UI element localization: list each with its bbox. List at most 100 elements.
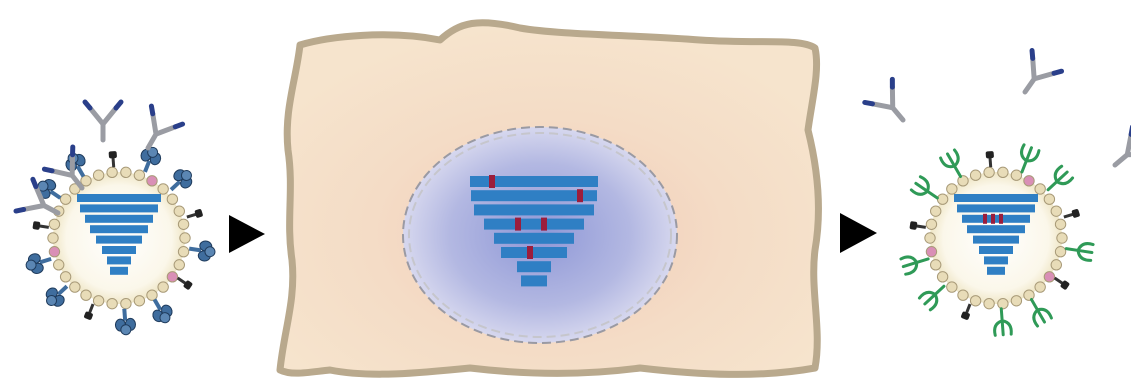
spike-stalk (143, 160, 151, 173)
lipid-bead (970, 170, 980, 180)
genome-segment (494, 233, 574, 244)
genome-segment (90, 225, 148, 233)
genome-segment (957, 204, 1035, 212)
hemagglutinin-spike (164, 165, 197, 197)
mutated-spike (901, 251, 931, 275)
lipid-bead (107, 167, 117, 177)
na-head (194, 209, 203, 219)
na-head (32, 221, 40, 230)
neuraminidase-spike (109, 151, 118, 168)
genome-segment (984, 256, 1008, 264)
antibody (1103, 127, 1131, 179)
lipid-bead (167, 272, 177, 282)
neuraminidase-spike (83, 303, 96, 321)
spike-stalk (49, 190, 61, 200)
antibody (1010, 51, 1061, 103)
na-head (909, 221, 917, 230)
lipid-bead (134, 170, 144, 180)
lipid-bead (1044, 272, 1054, 282)
lipid-bead (167, 194, 177, 204)
spike-lobe (120, 324, 131, 335)
genome-segment (967, 225, 1025, 233)
progeny-virion (901, 145, 1093, 336)
hemagglutinin-spike (114, 308, 136, 335)
spike-branch (993, 308, 1012, 335)
spike-stalk (39, 257, 52, 264)
genome-segment (107, 256, 131, 264)
neuraminidase-spike (909, 221, 926, 231)
lipid-bead (93, 170, 103, 180)
antibody (132, 106, 182, 157)
genome-segment (474, 204, 594, 215)
lipid-bead (60, 194, 70, 204)
lipid-bead (926, 247, 936, 257)
lipid-bead (158, 282, 168, 292)
lipid-bead (937, 194, 947, 204)
lipid-bead (1011, 296, 1021, 306)
neuraminidase-spike (32, 221, 49, 231)
genome-segment (85, 215, 153, 223)
antibody-tip (85, 102, 121, 108)
lipid-bead (1051, 260, 1061, 270)
lipid-bead (937, 272, 947, 282)
lipid-bead (958, 290, 968, 300)
lipid-bead (121, 298, 131, 308)
lipid-bead (925, 233, 935, 243)
na-head (986, 151, 994, 159)
spike-branch (919, 280, 949, 310)
lipid-bead (1011, 170, 1021, 180)
spike-branch (1042, 166, 1072, 196)
lipid-bead (49, 219, 59, 229)
neuraminidase-spike (960, 303, 973, 321)
lipid-bead (178, 219, 188, 229)
spike-stalk (76, 165, 85, 177)
lipid-bead (984, 167, 994, 177)
genome-segment (979, 246, 1013, 254)
host-cell (280, 23, 819, 375)
lipid-bead (998, 298, 1008, 308)
neuraminidase-spike (186, 209, 204, 221)
mutated-spike (1065, 240, 1093, 260)
genome-segment (484, 219, 584, 230)
hemagglutinin-spike (188, 239, 217, 263)
mutation-mark (991, 214, 995, 224)
spike-stalk (189, 247, 201, 253)
spike-stalk (153, 299, 162, 311)
lipid-bead (178, 247, 188, 257)
lipid-bead (1055, 247, 1065, 257)
lipid-bead (984, 298, 994, 308)
lipid-bead (926, 219, 936, 229)
lipid-bead (147, 290, 157, 300)
mutated-spike (993, 308, 1012, 335)
lipid-bead (174, 206, 184, 216)
na-stalk (988, 157, 992, 167)
antibody-arm (90, 108, 116, 140)
lipid-bead (998, 167, 1008, 177)
lipid-bead (947, 184, 957, 194)
lipid-bead (970, 296, 980, 306)
parent-virion (16, 102, 216, 335)
na-head (960, 311, 970, 320)
antibody-arm (872, 87, 912, 128)
lipid-bead (174, 260, 184, 270)
na-head (83, 311, 93, 320)
genome-segment (102, 246, 136, 254)
lipid-bead (931, 260, 941, 270)
neuraminidase-spike (1063, 209, 1081, 221)
lipid-bead (48, 233, 58, 243)
genome-segment (517, 261, 551, 272)
na-head (1071, 209, 1080, 219)
mutation-mark (999, 214, 1003, 224)
arrow-to-cell (229, 215, 265, 253)
antibody-arm (1107, 134, 1131, 174)
genome-segment (987, 267, 1005, 275)
lipid-bead (1024, 176, 1034, 186)
lipid-bead (107, 298, 117, 308)
lipid-bead (1057, 233, 1067, 243)
lipid-bead (49, 247, 59, 257)
lipid-bead (147, 176, 157, 186)
lipid-bead (1035, 282, 1045, 292)
genome-segment (80, 204, 158, 212)
mutated-spike (919, 280, 949, 310)
mutated-spike (1042, 166, 1072, 196)
